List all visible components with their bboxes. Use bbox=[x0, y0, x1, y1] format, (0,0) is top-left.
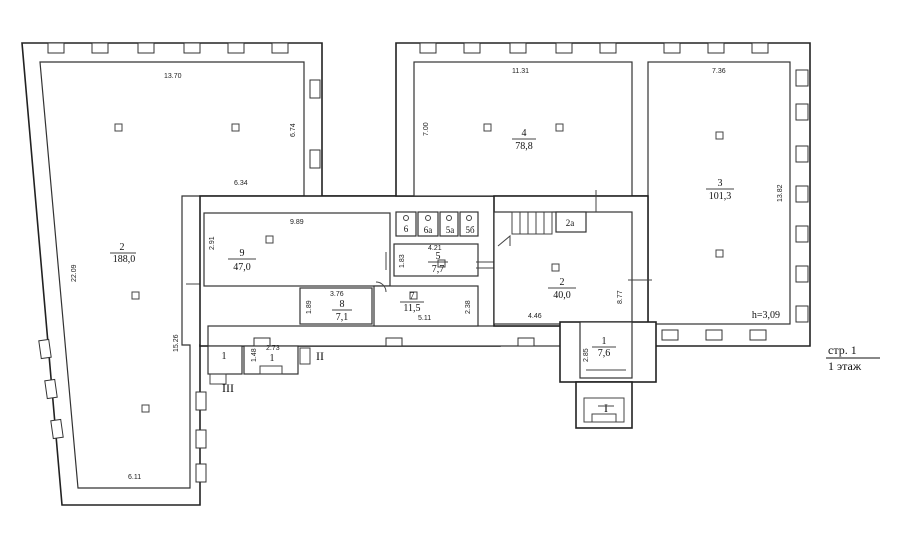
dim: 13.82 bbox=[777, 184, 784, 202]
dim: 9.89 bbox=[290, 219, 304, 226]
room-num: 5 bbox=[436, 251, 441, 262]
entrance-label-3: III bbox=[222, 381, 234, 395]
dim: 5.11 bbox=[418, 315, 431, 322]
room-area: 101,3 bbox=[709, 191, 732, 202]
dim: 7.00 bbox=[423, 122, 430, 136]
room-2a bbox=[555, 211, 587, 233]
room-label-5a: 5а bbox=[446, 225, 455, 235]
dim: 2.38 bbox=[465, 300, 472, 314]
page-label: стр. 1 bbox=[828, 343, 857, 357]
room-area: 7,6 bbox=[598, 348, 611, 359]
dim: 6.34 bbox=[234, 180, 248, 187]
room-num: 1 bbox=[222, 351, 227, 362]
room-num: 2 bbox=[560, 277, 565, 288]
dim: 4.21 bbox=[428, 245, 442, 252]
central-block bbox=[199, 195, 629, 385]
dim: 22.09 bbox=[71, 264, 78, 282]
room-area: 40,0 bbox=[553, 290, 571, 301]
entrance-label-1: I bbox=[604, 401, 608, 415]
entrance-label-2: II bbox=[316, 349, 324, 363]
entrance-vestibule bbox=[559, 321, 657, 429]
room-label-2a: 2а bbox=[566, 218, 575, 228]
room-label-6a: 6а bbox=[424, 225, 433, 235]
room-label-6: 6 bbox=[404, 224, 409, 234]
dim: 1.83 bbox=[399, 254, 406, 268]
room-1-small-a bbox=[207, 345, 243, 375]
room-area: 188,0 bbox=[113, 254, 136, 265]
stair-right bbox=[497, 211, 553, 247]
dim: 6.74 bbox=[290, 123, 297, 137]
dim: 2.91 bbox=[209, 236, 216, 250]
dim: 15.26 bbox=[173, 334, 180, 352]
room-num: 4 bbox=[522, 128, 527, 139]
room-num: 8 bbox=[340, 299, 345, 310]
floor-label: 1 этаж bbox=[828, 359, 862, 373]
room-num: 2 bbox=[120, 242, 125, 253]
room-num: 1 bbox=[602, 336, 607, 347]
room-1-small-b bbox=[243, 345, 299, 375]
room-4 bbox=[413, 61, 633, 197]
room-num: 9 bbox=[240, 248, 245, 259]
room-area: 47,0 bbox=[233, 262, 251, 273]
room-9 bbox=[203, 212, 391, 287]
room-num: 3 bbox=[718, 178, 723, 189]
sheet-label: стр. 1 1 этаж bbox=[826, 343, 880, 373]
room-7 bbox=[373, 285, 479, 327]
dim: 4.46 bbox=[528, 313, 542, 320]
dim: 8.77 bbox=[617, 290, 624, 304]
dim: 1.89 bbox=[306, 300, 313, 314]
room-area: 7,7 bbox=[432, 264, 445, 275]
dimensions: 13.70 6.74 6.34 22.09 15.26 6.11 2.91 9.… bbox=[71, 68, 784, 481]
dim: 11.31 bbox=[512, 68, 529, 75]
dim: 7.36 bbox=[712, 68, 726, 75]
room-labels: 2 188,0 9 47,0 8 7,1 7 11,5 5 7,7 4 78,8… bbox=[110, 128, 734, 364]
height-label: h=3,09 bbox=[752, 310, 780, 321]
room-3 bbox=[647, 61, 791, 325]
dim: 3.76 bbox=[330, 291, 344, 298]
right-wing bbox=[395, 42, 811, 347]
left-wing bbox=[21, 42, 401, 506]
room-8 bbox=[299, 287, 373, 325]
room-area: 7,1 bbox=[336, 312, 349, 323]
room-area: 11,5 bbox=[403, 303, 420, 314]
room-5 bbox=[393, 243, 479, 277]
dim: 2.73 bbox=[266, 345, 280, 352]
room-num: 7 bbox=[410, 291, 415, 302]
dim: 13.70 bbox=[164, 73, 182, 80]
room-num: 1 bbox=[270, 353, 275, 364]
dim: 6.11 bbox=[128, 474, 141, 481]
dim: 2.85 bbox=[583, 348, 590, 362]
room-area: 78,8 bbox=[515, 141, 533, 152]
room-label-5b: 5б bbox=[465, 225, 475, 235]
dim: 1.48 bbox=[251, 348, 258, 362]
room-1 bbox=[579, 321, 633, 379]
